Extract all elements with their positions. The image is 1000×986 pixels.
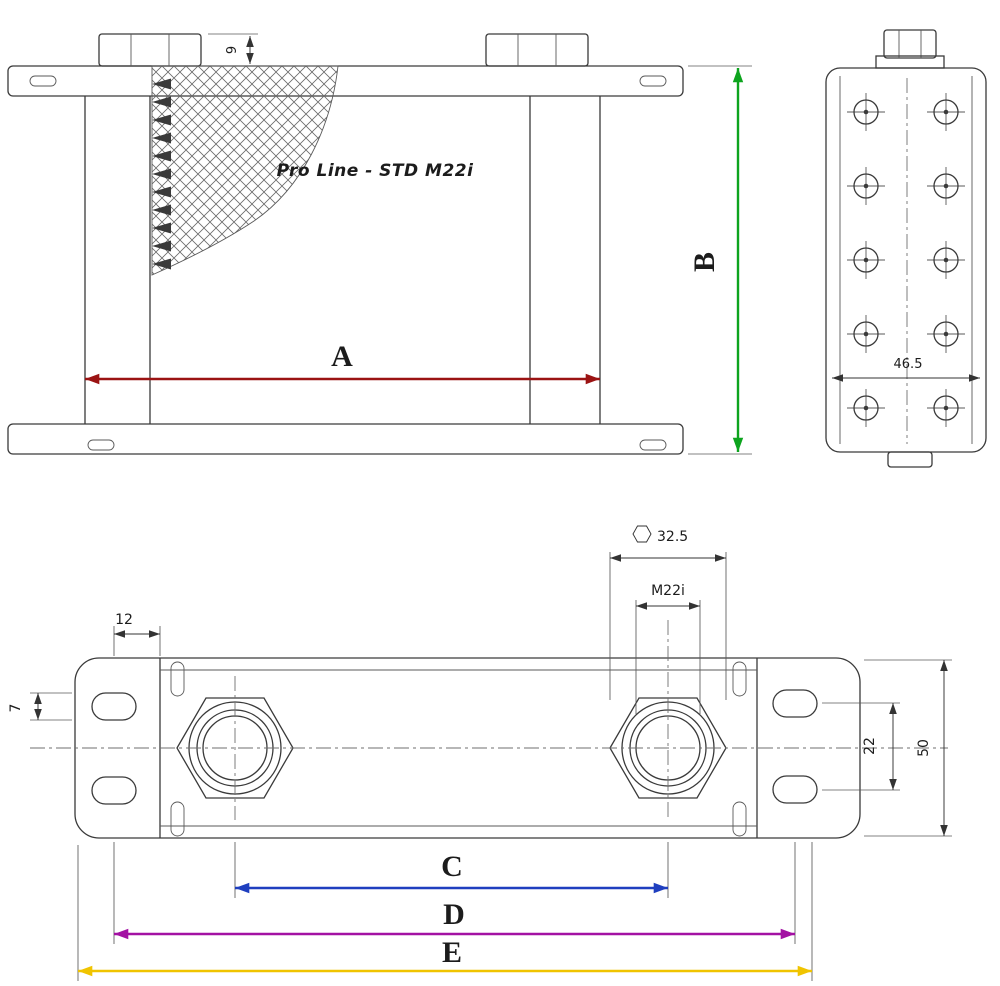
mounting-slot [639, 439, 667, 451]
mounting-slot [87, 439, 115, 451]
product-label: Pro Line - STD M22i [277, 161, 475, 181]
dim-m22i-label: M22i [651, 583, 685, 599]
dim-50: 50 [864, 659, 952, 837]
corner-slot [170, 661, 185, 697]
dim-9-label: 9 [225, 46, 240, 54]
mounting-hole [772, 775, 818, 804]
dim-22: 22 [822, 702, 900, 791]
dim-12: 12 [113, 612, 161, 656]
right-bolt-head [485, 33, 589, 67]
dim-d: D [114, 898, 795, 940]
side-bottom-tab [887, 451, 933, 468]
dim-e-label: E [442, 936, 462, 969]
dim-46-5-label: 46.5 [894, 357, 923, 372]
dim-12-label: 12 [115, 612, 133, 628]
dim-46-5: 46.5 [832, 357, 980, 382]
dim-32-5: 32.5 [609, 525, 727, 700]
dim-d-label: D [443, 898, 465, 931]
dim-7-label: 7 [8, 704, 24, 713]
dim-a: A [85, 340, 600, 385]
bottom-mounting-plate [7, 423, 684, 455]
dim-c: C [235, 850, 668, 894]
dim-m22i: M22i [635, 583, 701, 714]
dim-9: 9 [208, 33, 258, 67]
dim-a-label: A [331, 340, 353, 373]
front-view: Pro Line - STD M22i 9 A B [7, 33, 752, 455]
side-top-bolt [875, 29, 945, 69]
left-bolt-head [98, 33, 202, 67]
mounting-hole [772, 689, 818, 718]
dim-b-label: B [688, 252, 721, 272]
dim-b: B [688, 65, 752, 455]
fin-arrows [152, 78, 171, 270]
dim-22-label: 22 [862, 737, 878, 755]
hex-across-flats-icon [632, 525, 652, 543]
dim-c-label: C [441, 850, 463, 883]
corner-slot [732, 801, 747, 837]
corner-slot [170, 801, 185, 837]
corner-slot [732, 661, 747, 697]
top-view: 12 7 32.5 M22i 22 [8, 525, 952, 981]
dim-7: 7 [8, 692, 72, 721]
dim-e: E [78, 936, 812, 977]
mounting-slot [29, 75, 57, 87]
top-mounting-plate [7, 65, 684, 97]
side-view: 46.5 [825, 29, 987, 468]
mounting-hole [91, 776, 137, 805]
dim-50-label: 50 [916, 739, 932, 757]
dim-32-5-label: 32.5 [657, 529, 688, 545]
mounting-slot [639, 75, 667, 87]
mounting-hole [91, 692, 137, 721]
bolt-holes [846, 92, 966, 428]
